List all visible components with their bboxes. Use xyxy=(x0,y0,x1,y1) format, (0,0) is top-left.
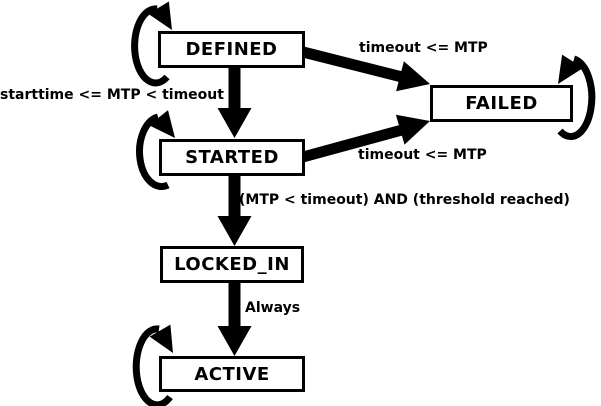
state-node-locked-in: LOCKED_IN xyxy=(160,246,304,283)
self-loop-defined xyxy=(131,5,170,87)
arrow-defined-to-failed xyxy=(301,46,404,83)
arrow-started-to-failed xyxy=(301,124,404,163)
arrow-defined-to-started-arrowhead-icon xyxy=(217,108,252,138)
edge-label-defined-to-started: starttime <= MTP < timeout xyxy=(0,87,224,103)
state-node-defined: DEFINED xyxy=(158,31,305,68)
arrow-started-to-locked-in-arrowhead-icon xyxy=(217,216,252,246)
self-loop-failed-arrowhead-icon xyxy=(558,54,584,84)
arrow-started-to-failed-arrowhead-icon xyxy=(395,114,430,145)
edge-label-defined-to-failed: timeout <= MTP xyxy=(359,40,488,56)
state-node-failed: FAILED xyxy=(430,85,573,122)
self-loop-started xyxy=(136,113,170,191)
edge-label-started-to-locked-in: (MTP < timeout) AND (threshold reached) xyxy=(239,192,570,208)
self-loop-active xyxy=(132,325,173,406)
arrow-locked-in-to-active-arrowhead-icon xyxy=(217,326,252,356)
self-loop-failed xyxy=(557,55,596,141)
edge-label-locked-in-to-active: Always xyxy=(245,300,301,316)
self-loop-active-arrowhead-icon xyxy=(149,324,173,353)
self-loop-started-arrowhead-icon xyxy=(149,110,175,138)
self-loop-defined-arrowhead-icon xyxy=(148,1,172,30)
edge-label-started-to-failed: timeout <= MTP xyxy=(358,147,487,163)
arrow-defined-to-failed-arrowhead-icon xyxy=(396,61,430,92)
state-node-started: STARTED xyxy=(159,139,305,176)
state-node-active: ACTIVE xyxy=(159,356,305,392)
